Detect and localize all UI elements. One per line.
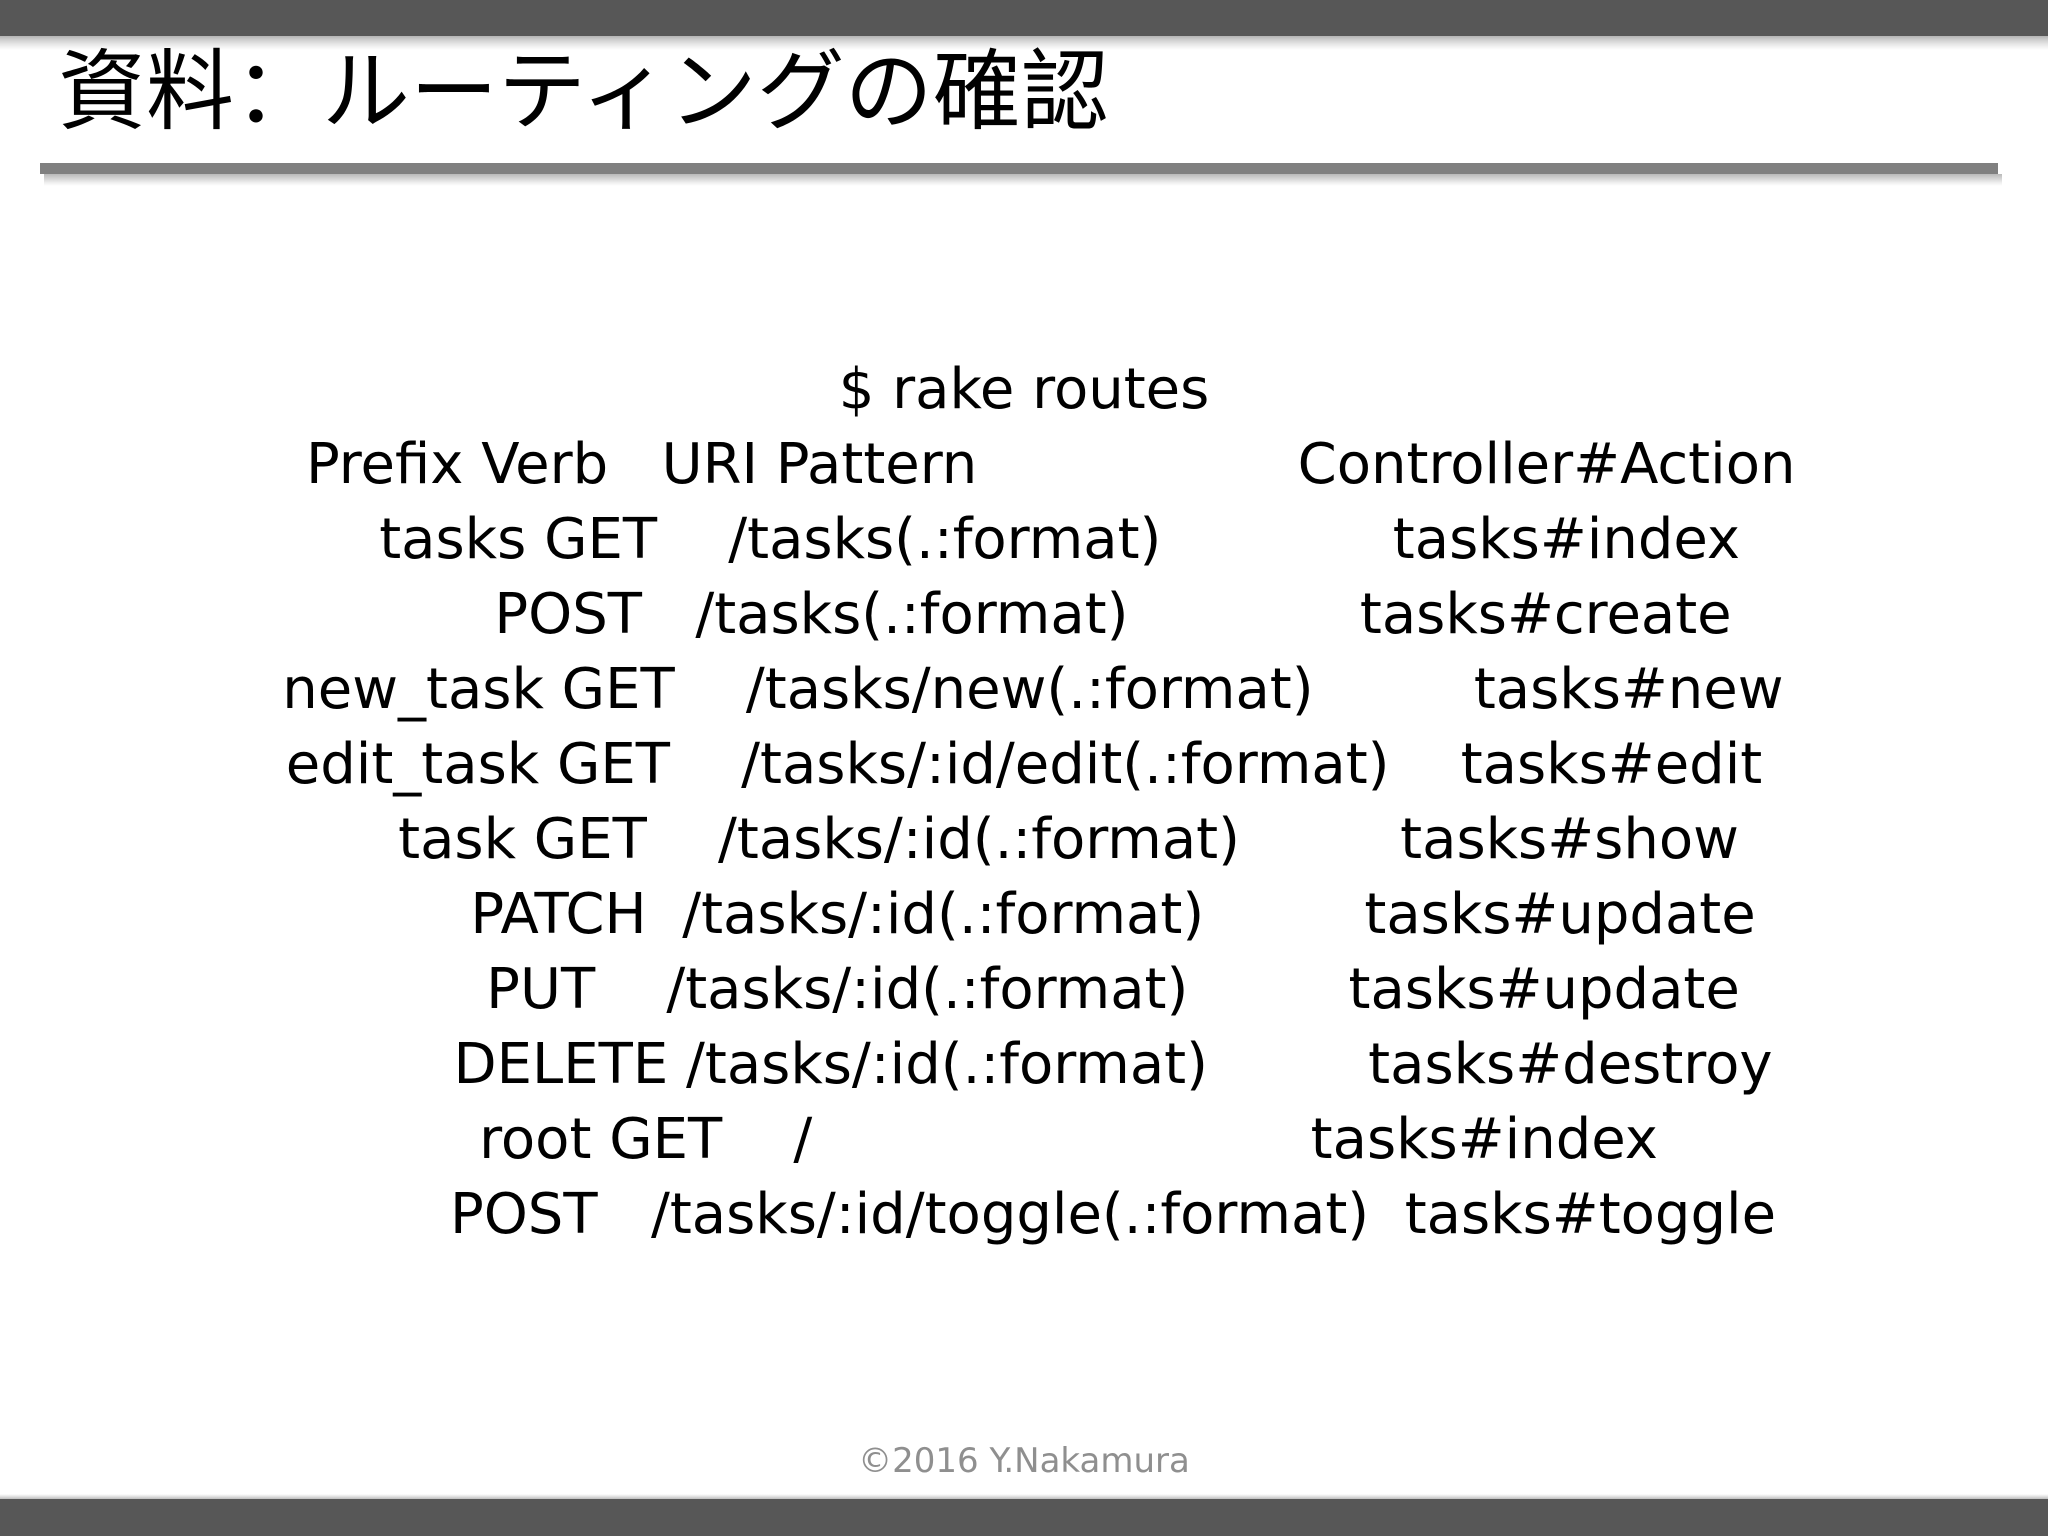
console-line: PUT /tasks/:id(.:format) tasks#update <box>308 957 1740 1022</box>
console-line: $ rake routes <box>838 357 1210 422</box>
console-line: Prefix Verb URI Pattern Controller#Actio… <box>252 432 1796 497</box>
title-divider-shadow <box>44 174 2002 186</box>
console-line: new_task GET /tasks/new(.:format) tasks#… <box>264 657 1784 722</box>
console-line: task GET /tasks/:id(.:format) tasks#show <box>309 807 1739 872</box>
top-band-shadow <box>0 36 2048 50</box>
bottom-decorative-band <box>0 1499 2048 1536</box>
copyright-notice: ©2016 Y.Nakamura <box>858 1441 1190 1481</box>
console-line: DELETE /tasks/:id(.:format) tasks#destro… <box>275 1032 1773 1097</box>
console-output-block: $ rake routes Prefix Verb URI Pattern Co… <box>0 352 2048 1252</box>
console-line: PATCH /tasks/:id(.:format) tasks#update <box>292 882 1756 947</box>
bottom-band-shadow <box>0 1494 2048 1499</box>
console-line: tasks GET /tasks(.:format) tasks#index <box>308 507 1740 572</box>
console-line: POST /tasks/:id/toggle(.:format) tasks#t… <box>271 1182 1777 1247</box>
console-line: POST /tasks(.:format) tasks#create <box>316 582 1732 647</box>
console-line: edit_task GET /tasks/:id/edit(.:format) … <box>285 732 1763 797</box>
title-divider-rule <box>40 163 1998 174</box>
page-title: 資料：ルーティングの確認 <box>58 40 1109 143</box>
top-decorative-band <box>0 0 2048 36</box>
console-line: root GET / tasks#index <box>390 1107 1658 1172</box>
